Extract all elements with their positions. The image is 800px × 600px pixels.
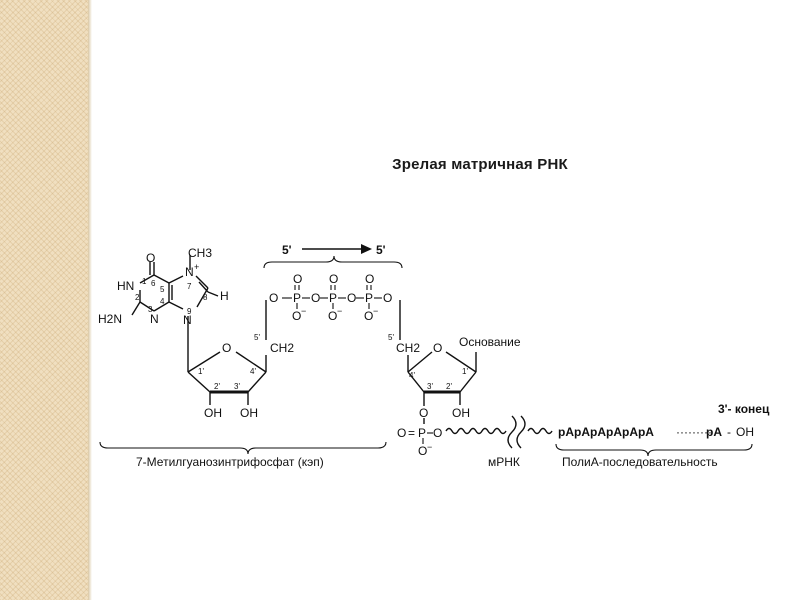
right-ribose-o3: O xyxy=(419,406,428,420)
left-ribose-oh2: OH xyxy=(204,406,222,420)
right-ribose-ring-o: O xyxy=(433,341,442,355)
left-ribose-ring xyxy=(187,300,267,405)
left-ribose-ring-o: O xyxy=(222,341,231,355)
bridge-oxygen-1: O xyxy=(311,291,320,305)
ring-number-7: 7 xyxy=(187,282,192,291)
base-label: Основание xyxy=(459,335,521,349)
top-oxygen-3: O xyxy=(365,272,374,286)
polya-label: ПолиА-последовательность xyxy=(562,455,718,469)
charge-2: − xyxy=(337,306,342,316)
direction-start-label: 5' xyxy=(282,243,292,257)
right-ribose-c1: 1' xyxy=(462,367,468,376)
polya-dotted-continuation: ········· xyxy=(676,425,712,439)
mrna-label: мРНК xyxy=(488,455,520,469)
terminal-oh: OH xyxy=(736,425,754,439)
bottom-oxygen-1: O xyxy=(292,309,301,323)
guanine-n1h-label: HN xyxy=(117,279,134,293)
phosphate-link-eq: = xyxy=(408,426,415,440)
guanine-n7-label: N xyxy=(185,265,194,279)
bottom-oxygen-2: O xyxy=(328,309,337,323)
charge-3: − xyxy=(373,306,378,316)
ring-number-9: 9 xyxy=(187,307,192,316)
guanine-carbonyl-o: O xyxy=(146,251,155,265)
left-ribose-c3: 3' xyxy=(234,382,240,391)
guanine-n9-label: N xyxy=(183,313,192,327)
cap-label: 7-Метилгуанозинтрифосфат (кэп) xyxy=(136,455,324,469)
polya-sequence: pApApApApApA xyxy=(558,425,654,439)
phosphate-link-p: P xyxy=(418,426,426,440)
left-ribose-oh3: OH xyxy=(240,406,258,420)
ring-number-4: 4 xyxy=(160,297,165,306)
methyl-group-label: CH3 xyxy=(188,246,212,260)
ring-number-6: 6 xyxy=(151,279,156,288)
phosphate-link-o-left: O xyxy=(397,426,406,440)
direction-end-label: 5' xyxy=(376,243,386,257)
left-ribose-c2: 2' xyxy=(214,382,220,391)
right-ribose-ch2: CH2 xyxy=(396,341,420,355)
bottom-oxygen-3: O xyxy=(364,309,373,323)
amino-group-label: H2N xyxy=(98,312,122,326)
top-oxygen-2: O xyxy=(329,272,338,286)
chain-break-mark-2 xyxy=(516,415,526,449)
left-ribose-c4: 4' xyxy=(250,367,256,376)
left-ribose-ch2: CH2 xyxy=(270,341,294,355)
terminal-pa: pA xyxy=(706,425,722,439)
right-ribose-ring xyxy=(407,351,477,424)
right-ribose-c5: 5' xyxy=(388,333,394,342)
top-oxygen-1: O xyxy=(293,272,302,286)
triphosphate-end-o: O xyxy=(383,291,392,305)
left-ribose-c5: 5' xyxy=(254,333,260,342)
phosphorus-gamma: P xyxy=(365,291,373,305)
charge-1: − xyxy=(301,306,306,316)
terminal-dash: - xyxy=(727,425,731,439)
polya-brace xyxy=(555,443,753,457)
ring-number-1: 1 xyxy=(142,277,147,286)
phosphate-link-o-right: O xyxy=(433,426,442,440)
cap-brace xyxy=(99,441,387,455)
left-ribose-c1: 1' xyxy=(198,367,204,376)
right-ribose-c2: 2' xyxy=(446,382,452,391)
phosphorus-beta: P xyxy=(329,291,337,305)
ring-number-3: 3 xyxy=(148,305,153,314)
right-ribose-c3: 3' xyxy=(427,382,433,391)
phosphorus-alpha: P xyxy=(293,291,301,305)
right-ribose-oh2: OH xyxy=(452,406,470,420)
ring-number-8: 8 xyxy=(203,293,208,302)
right-ribose-c4: 4' xyxy=(409,371,415,380)
guanine-n3-label: N xyxy=(150,312,159,326)
side-strip-edge xyxy=(88,0,92,600)
n7-positive-charge: + xyxy=(194,262,199,272)
phosphate-link-charge: − xyxy=(427,442,432,452)
mrna-wavy-chain xyxy=(445,427,507,435)
ring-number-2: 2 xyxy=(135,293,140,302)
mrna-wavy-chain-end xyxy=(527,427,553,435)
triphosphate-brace xyxy=(263,255,403,269)
decorative-side-strip xyxy=(0,0,88,600)
chain-break-mark-1 xyxy=(507,415,517,449)
bridge-oxygen-2: O xyxy=(347,291,356,305)
triphosphate-start-o: O xyxy=(269,291,278,305)
direction-arrow-head xyxy=(361,244,372,254)
phosphate-link-o-bottom: O xyxy=(418,444,427,458)
ring-number-5: 5 xyxy=(160,285,165,294)
guanine-h8-label: H xyxy=(220,289,229,303)
methylguanine-base xyxy=(131,255,219,372)
three-prime-end-label: 3'- конец xyxy=(718,402,770,416)
slide-title: Зрелая матричная РНК xyxy=(392,156,568,173)
